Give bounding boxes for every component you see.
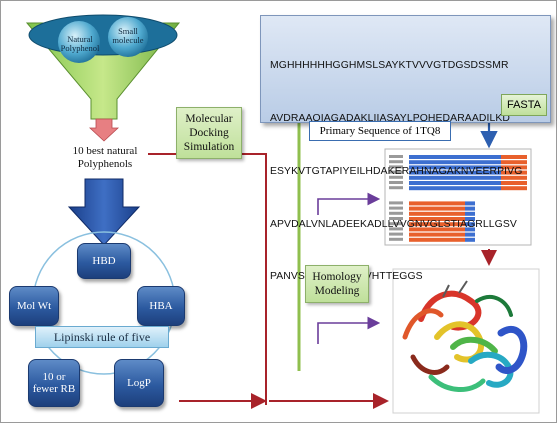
alignment-row-block: [409, 175, 501, 180]
alignment-row-block: [409, 211, 465, 216]
alignment-row-block: [409, 186, 501, 191]
hba-box: HBA: [137, 286, 185, 326]
alignment-row-block: [409, 222, 465, 227]
homology-box: Homology Modeling: [305, 265, 369, 303]
alignment-row-block: [501, 170, 527, 175]
alignment-row-block: [465, 206, 475, 211]
funnel-shape: [25, 14, 181, 120]
alignment-row-label: [389, 227, 403, 231]
big-blue-down-arrow: [67, 178, 141, 246]
primary-sequence-label: Primary Sequence of 1TQ8: [309, 121, 451, 141]
alignment-row-block: [409, 155, 501, 159]
pink-down-arrow: [88, 118, 120, 142]
alignment-row-block: [409, 227, 465, 232]
alignment-row-block: [501, 181, 527, 185]
alignment-row-label: [389, 181, 403, 184]
alignment-row-block: [409, 165, 501, 170]
alignment-row-block: [409, 232, 465, 237]
purple-arrow-alignment: [317, 192, 381, 215]
alignment-row-label: [389, 217, 403, 220]
alignment-row-block: [501, 160, 527, 165]
alignment-row-block: [465, 227, 475, 232]
top-result-label: 10 best natural Polyphenols: [72, 145, 138, 170]
alignment-row-block: [501, 175, 527, 180]
small-molecule-label: Small molecule: [112, 26, 144, 45]
alignment-row-label: [389, 201, 403, 205]
mol-wt-box: Mol Wt: [9, 286, 59, 326]
alignment-row-label: [389, 211, 403, 215]
sequence-alignment-image: [384, 148, 532, 246]
alignment-row-block: [465, 232, 475, 237]
alignment-row-label: [389, 155, 403, 158]
docking-box: Molecular Docking Simulation: [176, 107, 242, 159]
alignment-row-label: [389, 175, 403, 179]
alignment-row-block: [409, 170, 501, 175]
alignment-row-block: [501, 165, 527, 170]
alignment-row-block: [501, 155, 527, 159]
logp-box: LogP: [114, 359, 164, 407]
natural-polyphenol-ball: [58, 21, 100, 63]
small-molecule-ball: [108, 17, 148, 57]
purple-arrow-model: [317, 316, 381, 344]
sequence-line: AVDRAAQIAGADAKLIIASAYLPQHEDARAADILKD: [270, 112, 510, 124]
alignment-row-label: [389, 232, 403, 236]
alignment-row-block: [501, 186, 527, 191]
alignment-row-label: [389, 160, 403, 164]
alignment-row-block: [465, 222, 475, 227]
alignment-row-block: [465, 237, 475, 242]
alignment-row-label: [389, 186, 403, 190]
lipinski-title: Lipinski rule of five: [35, 326, 169, 348]
alignment-row-block: [409, 206, 465, 211]
protein-structure-image: [392, 268, 540, 414]
sequence-line: ESYKVTGTAPIYEILHDAKERAHNAGAKNVEERPIVG: [270, 165, 523, 177]
hbd-box: HBD: [77, 243, 131, 279]
alignment-row-label: [389, 170, 403, 174]
alignment-row-block: [465, 201, 475, 206]
sequence-line: APVDALVNLADEEKADLLVVGNVGLSTIAGRLLGSV: [270, 218, 517, 230]
natural-polyphenol-label: Natural Polyphenol: [60, 34, 100, 53]
alignment-row-block: [465, 217, 475, 221]
alignment-row-label: [389, 222, 403, 226]
alignment-row-block: [409, 201, 465, 206]
rb-box: 10 or fewer RB: [28, 359, 80, 407]
docking-line: [148, 153, 267, 405]
sequence-line: MGHHHHHHGGHMSLSAYKTVVVGTDGSDSSMR: [270, 60, 509, 72]
alignment-row-block: [409, 217, 465, 221]
alignment-row-block: [409, 237, 465, 242]
alignment-row-block: [465, 211, 475, 216]
fasta-tag: FASTA: [501, 94, 547, 116]
alignment-row-label: [389, 206, 403, 210]
alignment-row-label: [389, 237, 403, 241]
alignment-row-label: [389, 165, 403, 169]
alignment-row-block: [409, 160, 501, 165]
alignment-row-block: [409, 181, 501, 185]
